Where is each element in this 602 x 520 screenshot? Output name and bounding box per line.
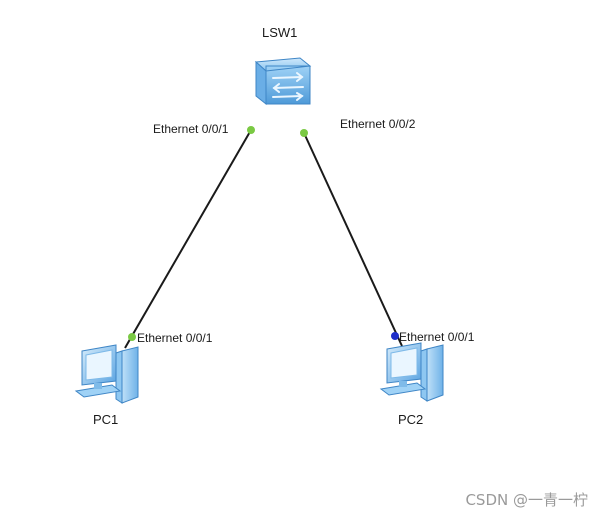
port-status-dot-lsw1-e002 [300,129,308,137]
pc-icon[interactable] [74,344,139,404]
switch-icon[interactable] [254,57,312,106]
device-label-lsw1: LSW1 [262,25,298,40]
link-lsw1-pc2[interactable] [303,132,403,347]
port-label-lsw1-e001: Ethernet 0/0/1 [153,122,229,136]
pc-icon[interactable] [379,342,444,402]
port-label-pc1-e001: Ethernet 0/0/1 [137,331,213,345]
port-label-pc2-e001: Ethernet 0/0/1 [399,330,475,344]
port-label-lsw1-e002: Ethernet 0/0/2 [340,117,416,131]
port-status-dot-pc2-e001 [391,332,399,340]
watermark: CSDN @一青一柠 [465,491,588,509]
link-lsw1-pc1[interactable] [124,129,252,349]
port-status-dot-pc1-e001 [128,333,136,341]
port-status-dot-lsw1-e001 [247,126,255,134]
device-label-pc1: PC1 [93,412,119,427]
device-label-pc2: PC2 [398,412,424,427]
